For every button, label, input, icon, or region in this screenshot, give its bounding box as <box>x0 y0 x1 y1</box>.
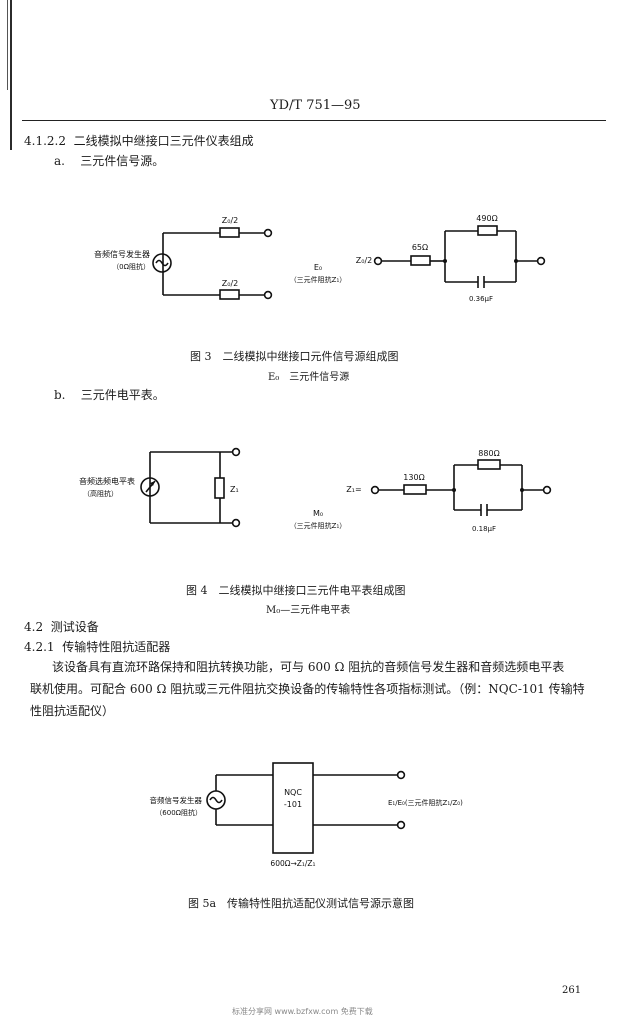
item-a: a. 三元件信号源。 <box>54 152 164 169</box>
figure-4-caption: 图 4 二线模拟中继接口三元件电平表组成图 <box>186 584 406 597</box>
standard-code: YD/T 751—95 <box>270 98 361 113</box>
label-z0-left: Z₀/2 <box>356 256 372 265</box>
item-label: a. <box>54 154 65 168</box>
label-meter-sub: （高阻抗） <box>83 489 118 498</box>
item-b: b. 三元件电平表。 <box>54 386 165 403</box>
page-number: 261 <box>562 985 582 996</box>
figure-5a-diagram: NQC -101 音频信号发生器 （600Ω阻抗） E₁/E₀(三元件阻抗Z₁/… <box>150 762 463 868</box>
figure-3-subcaption: E₀ 三元件信号源 <box>268 372 350 383</box>
section-42: 4.2 测试设备 <box>24 618 99 635</box>
label-z1-eq: Z₁= <box>346 485 361 494</box>
paragraph-line-1: 该设备具有直流环路保持和阻抗转换功能，可与 600 Ω 阻抗的音频信号发生器和音… <box>52 660 565 674</box>
label-z1: Z₁ <box>230 485 239 494</box>
item-text: 三元件电平表。 <box>80 388 165 402</box>
label-m0-sub: （三元件阻抗Z₁） <box>290 521 347 530</box>
binding-mark <box>10 0 12 150</box>
label-r65: 65Ω <box>412 243 428 252</box>
watermark: 标准分享网 www.bzfxw.com 免费下载 <box>232 1007 373 1016</box>
label-e0: E₀ <box>314 263 322 272</box>
figure-4-subcaption: M₀—三元件电平表 <box>266 605 351 616</box>
section-title: 传输特性阻抗适配器 <box>62 640 171 654</box>
label-generator-5a: 音频信号发生器 <box>150 795 203 805</box>
label-generator: 音频信号发生器 <box>94 249 150 259</box>
label-m0: M₀ <box>313 509 323 518</box>
figure-4-diagram: 音频选频电平表 （高阻抗） Z₁ M₀ （三元件阻抗Z₁） Z₁= 130Ω 8… <box>79 447 552 533</box>
label-c018: 0.18μF <box>472 525 496 533</box>
label-z0-top: Z₀/2 <box>222 216 238 225</box>
section-421: 4.2.1 传输特性阻抗适配器 <box>24 638 170 655</box>
label-output: E₁/E₀(三元件阻抗Z₁/Z₀) <box>388 798 463 807</box>
paragraph-line-2: 联机使用。可配合 600 Ω 阻抗或三元件阻抗交换设备的传输特性各项指标测试。（… <box>30 682 585 696</box>
figure-3-diagram: Z₀/2 Z₀/2 音频信号发生器 （0Ω阻抗） E₀ （三元件阻抗Z₁） Z₀… <box>94 214 546 303</box>
label-r130: 130Ω <box>403 473 424 482</box>
label-impedance-conversion: 600Ω→Z₁/Z₁ <box>270 859 315 868</box>
label-c036: 0.36μF <box>469 295 493 303</box>
figure-5a-caption: 图 5a 传输特性阻抗适配仪测试信号源示意图 <box>188 897 415 910</box>
section-title: 测试设备 <box>50 620 99 634</box>
section-number: 4.2.1 <box>24 640 55 654</box>
label-e0-sub: （三元件阻抗Z₁） <box>290 275 347 284</box>
label-meter: 音频选频电平表 <box>79 476 135 486</box>
label-r490: 490Ω <box>476 214 497 223</box>
label-generator-sub: （0Ω阻抗） <box>112 262 150 271</box>
label-101: -101 <box>284 800 302 809</box>
section-title: 二线模拟中继接口三元件仪表组成 <box>73 134 254 148</box>
label-generator-5a-sub: （600Ω阻抗） <box>155 808 202 817</box>
label-nqc: NQC <box>284 788 302 797</box>
binding-mark-inner <box>7 0 8 90</box>
section-4122: 4.1.2.2 二线模拟中继接口三元件仪表组成 <box>24 132 254 149</box>
label-z0-bottom: Z₀/2 <box>222 279 238 288</box>
label-r880: 880Ω <box>478 449 499 458</box>
paragraph-line-3: 性阻抗适配仪） <box>30 704 115 718</box>
header-rule <box>22 120 606 121</box>
item-text: 三元件信号源。 <box>80 154 165 168</box>
item-label: b. <box>54 388 66 402</box>
figure-3-caption: 图 3 二线模拟中继接口元件信号源组成图 <box>190 350 399 363</box>
section-number: 4.1.2.2 <box>24 134 66 148</box>
section-number: 4.2 <box>24 620 44 634</box>
